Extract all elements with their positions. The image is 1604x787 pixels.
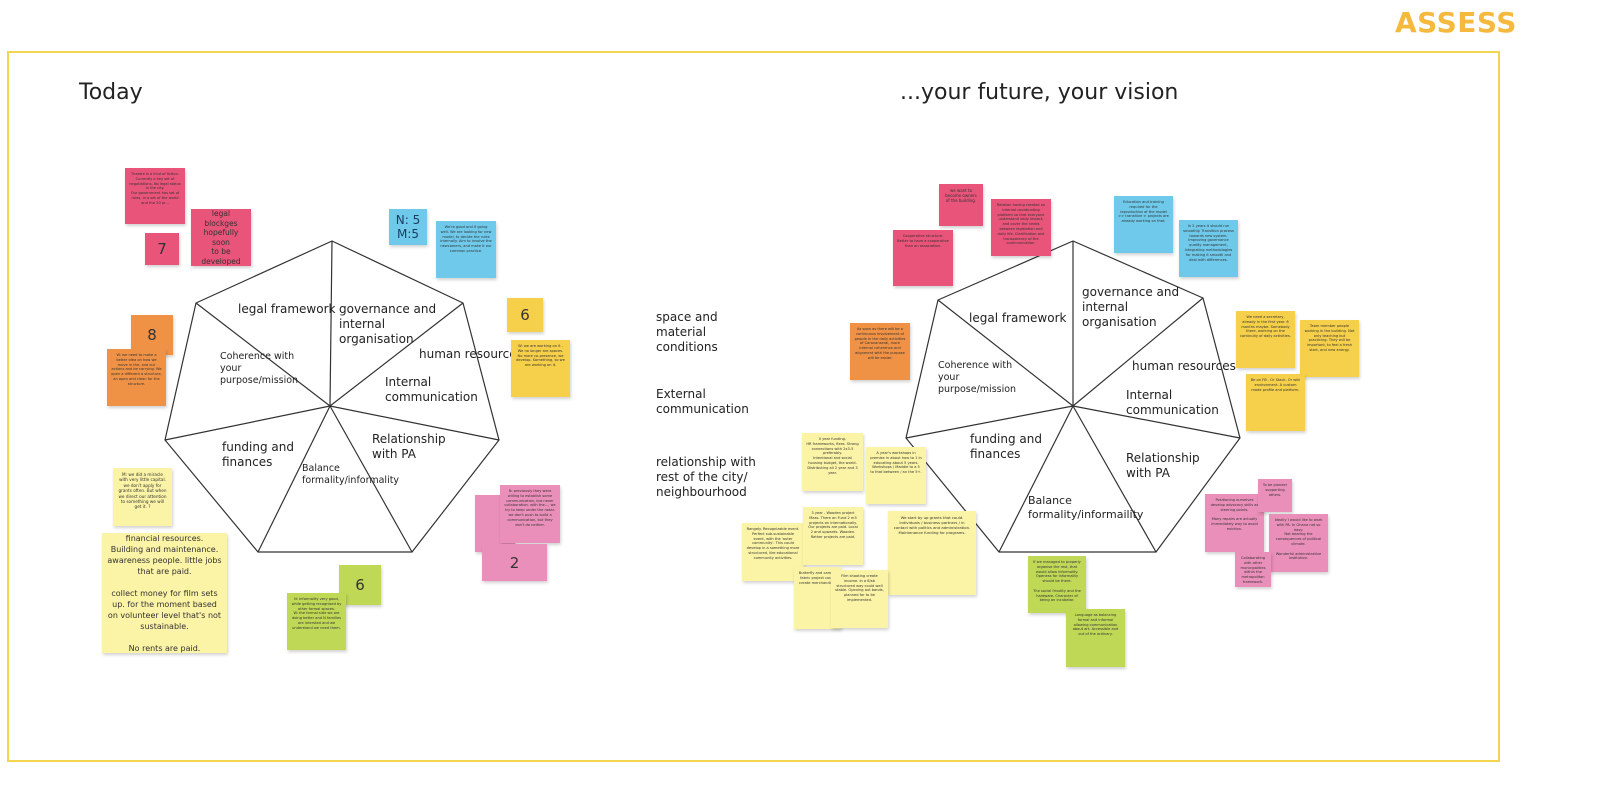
sticky-lightyellow-rangely[interactable]: Rangely. Recognizable event. Perfect sub…	[742, 523, 804, 581]
sticky-orange-eight[interactable]: 8	[131, 315, 173, 355]
sticky-green-six[interactable]: 6	[339, 565, 381, 605]
sticky-yellow-secretary[interactable]: We need a secretary, already in the firs…	[1236, 311, 1295, 368]
sticky-pink-pa[interactable]: N: previously they were willing to estab…	[500, 485, 560, 543]
future-spoke-6	[905, 405, 1074, 439]
sticky-blue-governance[interactable]: We're good and if going well. We are loo…	[436, 221, 496, 278]
today-label-pa: Relationship with PA	[372, 432, 446, 461]
today-label-hr: human resources	[419, 347, 523, 361]
future-label-coherence: Coherence with your purpose/mission	[938, 360, 1017, 395]
today-wheel-outline	[164, 240, 500, 553]
future-label-legal: legal framework	[969, 311, 1067, 325]
sticky-lightyellow-funding[interactable]: Il year funding. HR frameworks, fixes. S…	[802, 433, 863, 491]
future-spoke-4	[1072, 405, 1157, 553]
future-label-funding: funding and finances	[970, 432, 1042, 461]
future-spoke-5	[998, 405, 1074, 553]
sticky-blue-education[interactable]: Education and training required for the …	[1114, 196, 1173, 253]
today-label-funding: funding and finances	[222, 440, 294, 469]
sticky-yellow-hr[interactable]: W: we are working on it . We no longer a…	[511, 340, 570, 397]
sticky-green-informality[interactable]: If we managed to properly organise the r…	[1028, 556, 1086, 613]
sticky-pink-legal-notes[interactable]: Theatre is a kind of fiction. Currently …	[125, 168, 185, 224]
sticky-yellow-platform[interactable]: Be on FB . Or Stack. Or wiki environment…	[1246, 374, 1305, 431]
future-title: ...your future, your vision	[900, 80, 1179, 105]
assess-heading: ASSESS	[1395, 6, 1517, 39]
sticky-orange-involvement[interactable]: As soon as there will be a continuous in…	[850, 323, 910, 380]
sticky-lightyellow-grants[interactable]: We start by up grants that could. Indivi…	[888, 511, 976, 595]
sticky-lightyellow-workshops[interactable]: A year's workshops in premise in about h…	[866, 447, 926, 504]
today-spoke-2	[329, 302, 464, 407]
sticky-pink-cooperative[interactable]: Cooperative structure. Better to have a …	[893, 230, 953, 286]
future-label-governance: governance and internal organisation	[1082, 285, 1180, 329]
sticky-orange-coherence[interactable]: W: we need to make a better idea on how …	[107, 349, 166, 406]
sticky-lightyellow-miracle[interactable]: M: we did a miracle with very little cap…	[113, 468, 172, 526]
sticky-yellow-team[interactable]: Team member people working in the buildi…	[1300, 320, 1359, 377]
today-label-coherence: Coherence with your purpose/mission	[220, 351, 299, 386]
today-spoke-4	[329, 405, 413, 553]
sticky-pink-coordination[interactable]: Relation having created an internal coor…	[991, 199, 1051, 256]
sticky-green-language[interactable]: Language as balancing formal and informa…	[1066, 609, 1125, 667]
sticky-pink-municipalities[interactable]: Collaborating with other municipalities …	[1235, 552, 1271, 587]
sticky-pink-owners[interactable]: we want to become owners of the building…	[939, 184, 983, 226]
sticky-pink-work-with-pa[interactable]: Ideally I would like to work with PA. In…	[1269, 514, 1328, 572]
sticky-lightyellow-filmshooting[interactable]: Film shooting create income. In a 8/sb s…	[831, 570, 888, 628]
label-external-communication: External communication	[656, 387, 749, 416]
sticky-blue-nm[interactable]: N: 5 M:5	[389, 209, 427, 245]
future-label-internal: Internal communication	[1126, 388, 1219, 417]
label-relationship-city: relationship with rest of the city/ neig…	[656, 455, 756, 499]
sticky-lightyellow-wooden[interactable]: 3 year - Wooden project Mass. There an F…	[803, 507, 863, 565]
canvas-frame	[7, 51, 1500, 762]
sticky-pink-pioneer[interactable]: To be pioneer supporting others.	[1258, 479, 1292, 512]
sticky-pink-legal-blockges[interactable]: legal blockges hopefully soon to be deve…	[191, 209, 251, 266]
sticky-pink-advocacy[interactable]: Positioning ourselves develop advocacy s…	[1205, 494, 1264, 552]
future-label-balance: Balance formality/informaility	[1028, 494, 1144, 521]
today-label-legal: legal framework	[238, 302, 336, 316]
future-spoke-3	[1072, 405, 1241, 439]
future-label-hr: human resources	[1132, 359, 1236, 373]
sticky-lightyellow-financial[interactable]: financial resources. Building and mainte…	[102, 533, 227, 653]
sticky-yellow-six[interactable]: 6	[507, 298, 543, 332]
today-label-balance: Balance formality/informality	[302, 463, 400, 486]
today-title: Today	[79, 80, 143, 105]
today-label-governance: governance and internal organisation	[339, 302, 437, 346]
today-spoke-5	[257, 405, 331, 553]
sticky-green-balance[interactable]: N: informality very good, while getting …	[287, 593, 346, 650]
future-spoke-7	[937, 299, 1074, 407]
future-spoke-2	[1072, 297, 1204, 407]
today-spoke-3	[329, 405, 500, 441]
today-spoke-7	[195, 302, 331, 407]
sticky-pink-seven[interactable]: 7	[145, 233, 179, 265]
today-label-internal: Internal communication	[385, 375, 478, 404]
sticky-blue-transition[interactable]: In 2 years it should run smoothly. Trans…	[1179, 220, 1238, 277]
future-wheel-outline	[905, 240, 1241, 553]
sticky-pink-two[interactable]: 2	[482, 544, 547, 581]
future-label-pa: Relationship with PA	[1126, 451, 1200, 480]
label-space-conditions: space and material conditions	[656, 310, 718, 354]
today-spoke-6	[164, 405, 331, 441]
today-spoke-1	[329, 240, 333, 407]
